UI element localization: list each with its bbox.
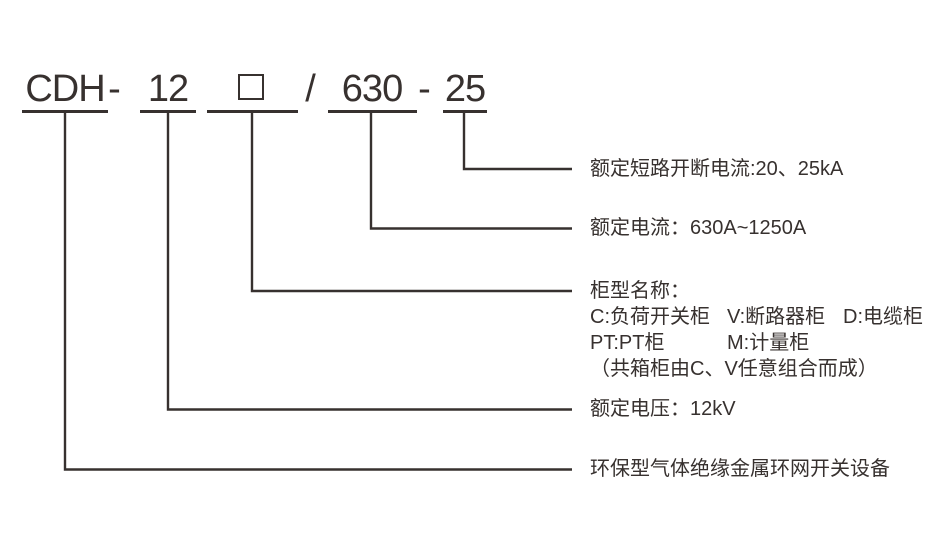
- cabinet-type-c: C:负荷开关柜: [590, 306, 710, 328]
- underline-series: [22, 110, 108, 113]
- connector-product-name: [63, 111, 572, 471]
- cabinet-type-d: D:电缆柜: [843, 306, 923, 328]
- label-rated-voltage: 额定电压：12kV: [590, 398, 736, 420]
- model-code-voltage: 12: [147, 68, 189, 110]
- label-breaking-current: 额定短路开断电流:20、25kA: [590, 158, 844, 180]
- connector-rated-voltage: [166, 111, 572, 411]
- label-rated-current: 额定电流：630A~1250A: [590, 217, 807, 239]
- cabinet-type-v: V:断路器柜: [727, 306, 826, 328]
- cabinet-type-empty-cell: [843, 330, 923, 356]
- label-product-name: 环保型气体绝缘金属环网开关设备: [590, 458, 890, 480]
- underline-voltage: [140, 110, 196, 113]
- connector-rated-current: [369, 111, 572, 230]
- cabinet-type-pt: PT:PT柜: [590, 332, 665, 354]
- model-code-current: 630: [341, 68, 403, 110]
- connector-cabinet-type: [250, 111, 572, 293]
- underline-cabinet: [207, 110, 298, 113]
- cabinet-types-note: （共箱柜由C、V任意组合而成）: [590, 358, 878, 380]
- cabinet-type-placeholder-box: [238, 74, 264, 100]
- underline-current: [328, 110, 417, 113]
- underline-breaking: [443, 110, 487, 113]
- model-code-series: CDH: [25, 68, 105, 110]
- cabinet-types-title: 柜型名称：: [590, 280, 690, 302]
- label-cabinet-types: 柜型名称： C:负荷开关柜 V:断路器柜 D:电缆柜 PT:PT柜 M:计量柜 …: [590, 278, 923, 382]
- cabinet-types-grid: C:负荷开关柜 V:断路器柜 D:电缆柜 PT:PT柜 M:计量柜: [590, 304, 923, 356]
- connector-breaking-current: [462, 111, 572, 171]
- model-code-slash: /: [305, 68, 316, 110]
- model-code-separator-2: -: [418, 68, 431, 110]
- cabinet-type-m: M:计量柜: [727, 332, 810, 354]
- model-code-separator-1: -: [108, 68, 121, 110]
- model-code-breaking: 25: [444, 68, 486, 110]
